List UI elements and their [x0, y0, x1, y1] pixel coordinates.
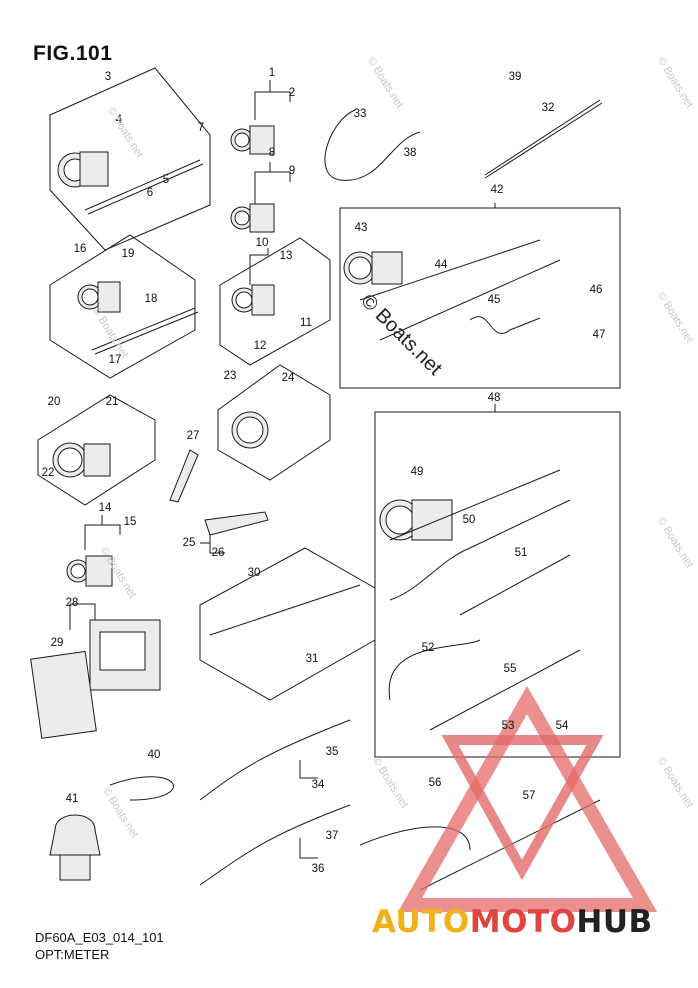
- part-number-33: 33: [353, 108, 367, 120]
- part-number-41: 41: [65, 793, 79, 805]
- part-number-18: 18: [144, 293, 158, 305]
- part-number-1: 1: [268, 67, 276, 79]
- group-box-30: [199, 547, 376, 701]
- part-number-51: 51: [514, 547, 528, 559]
- part-number-29: 29: [50, 637, 64, 649]
- part-number-48: 48: [487, 392, 501, 404]
- group-box-3: [49, 67, 211, 251]
- part-number-25: 25: [182, 537, 196, 549]
- part-number-39: 39: [508, 71, 522, 83]
- part-number-34: 34: [311, 779, 325, 791]
- part-number-42: 42: [490, 184, 504, 196]
- part-number-35: 35: [325, 746, 339, 758]
- group-box-20: [37, 394, 156, 506]
- part-number-3: 3: [104, 71, 112, 83]
- group-box-16: [49, 234, 196, 379]
- part-number-8: 8: [268, 147, 276, 159]
- part-number-30: 30: [247, 567, 261, 579]
- part-number-21: 21: [105, 396, 119, 408]
- part-number-11: 11: [300, 317, 312, 329]
- part-number-19: 19: [121, 248, 135, 260]
- part-number-49: 49: [410, 466, 424, 478]
- part-number-37: 37: [325, 830, 339, 842]
- part-number-40: 40: [147, 749, 161, 761]
- part-number-45: 45: [487, 294, 501, 306]
- group-box-10: [219, 237, 331, 366]
- part-number-17: 17: [108, 354, 122, 366]
- part-number-56: 56: [428, 777, 442, 789]
- part-number-31: 31: [305, 653, 319, 665]
- group-box-48: [374, 411, 621, 758]
- figure-title: FIG.101: [33, 42, 113, 65]
- diagram-name: OPT:METER: [35, 947, 110, 962]
- part-number-54: 54: [555, 720, 569, 732]
- part-number-16: 16: [73, 243, 87, 255]
- part-number-9: 9: [288, 165, 296, 177]
- part-number-14: 14: [98, 502, 112, 514]
- part-number-28: 28: [65, 597, 79, 609]
- part-number-2: 2: [288, 87, 296, 99]
- brand-triangle: [441, 735, 604, 881]
- part-number-4: 4: [115, 114, 123, 126]
- part-number-15: 15: [123, 516, 137, 528]
- part-number-44: 44: [434, 259, 448, 271]
- part-number-55: 55: [503, 663, 517, 675]
- part-number-7: 7: [197, 122, 205, 134]
- part-number-53: 53: [501, 720, 515, 732]
- diagram-code: DF60A_E03_014_101: [35, 930, 164, 945]
- part-number-20: 20: [47, 396, 61, 408]
- part-number-10: 10: [255, 237, 269, 249]
- part-number-46: 46: [589, 284, 603, 296]
- brand-logo: AUTOMOTOHUB: [372, 904, 653, 940]
- part-number-22: 22: [41, 467, 55, 479]
- part-number-12: 12: [253, 340, 267, 352]
- part-number-43: 43: [354, 222, 368, 234]
- part-number-13: 13: [279, 250, 293, 262]
- part-number-52: 52: [421, 642, 435, 654]
- part-number-26: 26: [211, 547, 225, 559]
- part-number-38: 38: [403, 147, 417, 159]
- group-box-23: [217, 364, 331, 481]
- part-number-36: 36: [311, 863, 325, 875]
- part-number-24: 24: [281, 372, 295, 384]
- part-number-47: 47: [592, 329, 606, 341]
- part-number-27: 27: [186, 430, 200, 442]
- part-number-32: 32: [541, 102, 555, 114]
- part-number-50: 50: [462, 514, 476, 526]
- part-number-23: 23: [223, 370, 237, 382]
- group-box-42: [339, 207, 621, 389]
- part-number-57: 57: [522, 790, 536, 802]
- part-number-6: 6: [146, 187, 154, 199]
- part-number-5: 5: [162, 174, 170, 186]
